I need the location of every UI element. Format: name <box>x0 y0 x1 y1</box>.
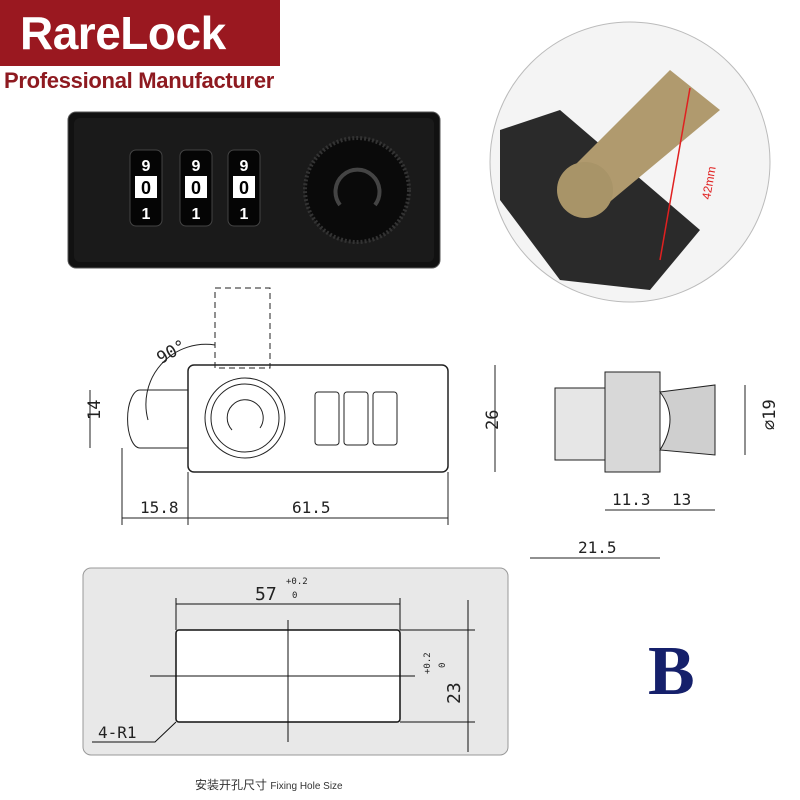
dim-label: 14 <box>85 400 105 420</box>
brand-banner: RareLock <box>0 0 280 66</box>
fixing-hole-panel <box>82 567 509 756</box>
rotate-arrow-icon <box>333 167 382 207</box>
dim-label: 21.5 <box>578 538 617 557</box>
measurement-label: 42mm <box>699 165 719 200</box>
dial-digit: 0 <box>239 178 249 198</box>
knob <box>303 136 411 244</box>
dial-digit-top: 9 <box>142 158 151 175</box>
dim-label: 15.8 <box>140 498 179 517</box>
dial-digit-bottom: 1 <box>142 206 151 223</box>
detail-photo: 42mm <box>489 21 771 303</box>
dim-label: 13 <box>672 490 691 509</box>
fixing-hole-caption: 安装开孔尺寸 Fixing Hole Size <box>195 776 343 793</box>
dial-digit-top: 9 <box>240 158 249 175</box>
front-view <box>89 287 496 525</box>
dial-wheel: 9 0 1 <box>179 149 213 227</box>
dim-label: 61.5 <box>292 498 331 517</box>
angle-label: 90° <box>154 336 191 369</box>
dial-wheel: 9 0 1 <box>129 149 163 227</box>
side-view <box>530 371 746 559</box>
dial-wheel: 9 0 1 <box>227 149 261 227</box>
brand-tagline: Professional Manufacturer <box>4 68 275 93</box>
dial-digit-bottom: 1 <box>192 206 201 223</box>
tolerance-label: 0 <box>438 663 448 668</box>
caption-cn: 安装开孔尺寸 <box>195 778 268 792</box>
lock-photo: 9 0 1 9 0 1 9 0 1 <box>67 111 441 269</box>
tolerance-label: 0 <box>292 591 297 601</box>
dim-label: 26 <box>483 410 503 430</box>
dial-digit-bottom: 1 <box>240 206 249 223</box>
dial-digit: 0 <box>141 178 151 198</box>
dim-label: ∅19 <box>760 399 780 430</box>
dim-label: 23 <box>444 682 465 704</box>
dial-digit: 0 <box>191 178 201 198</box>
dim-label: 57 <box>255 584 277 605</box>
dim-label: 4-R1 <box>98 723 137 742</box>
variant-label: B <box>648 633 695 710</box>
dial-digit-top: 9 <box>192 158 201 175</box>
caption-en: Fixing Hole Size <box>270 781 343 792</box>
tolerance-label: +0.2 <box>423 652 433 674</box>
tolerance-label: +0.2 <box>286 577 308 587</box>
brand-logo: RareLock <box>20 7 226 59</box>
dim-label: 11.3 <box>612 490 651 509</box>
